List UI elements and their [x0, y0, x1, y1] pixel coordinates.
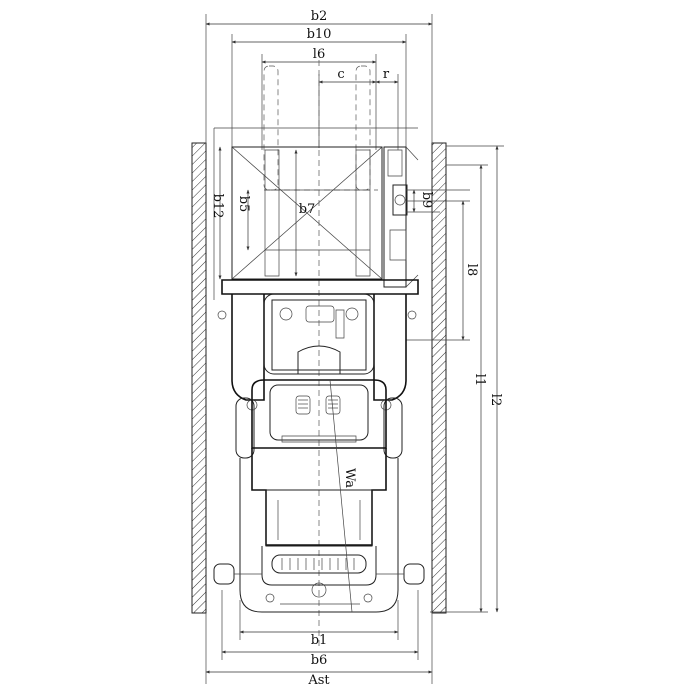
- dimension-b1: [239, 600, 399, 640]
- dimension-l2: [446, 145, 504, 613]
- front-wheels: [236, 398, 402, 458]
- label-b12: b12: [210, 194, 225, 219]
- dimension-l1: [430, 164, 488, 613]
- label-c: c: [337, 67, 344, 82]
- rear-wheels: [214, 564, 424, 584]
- label-b6: b6: [311, 653, 328, 668]
- aisle-wall-left: [192, 143, 206, 613]
- label-b5: b5: [236, 196, 251, 213]
- dimension-l8: [406, 200, 470, 341]
- label-l1: l1: [472, 374, 487, 386]
- dimension-b2: [205, 14, 433, 143]
- label-b1: b1: [311, 633, 328, 648]
- turning-radius-wa: [330, 380, 352, 612]
- dimension-c: [318, 74, 377, 148]
- dimension-r: [375, 74, 399, 150]
- label-l6: l6: [313, 47, 325, 62]
- label-b10: b10: [307, 27, 332, 42]
- truck-frame: [218, 280, 418, 400]
- chassis-body: [240, 448, 398, 612]
- mast-carriage: [384, 147, 418, 287]
- label-r: r: [383, 67, 390, 82]
- aisle-wall-right: [432, 143, 446, 613]
- label-l2: l2: [488, 394, 503, 406]
- label-wa: Wa: [342, 468, 357, 488]
- operator-compartment: [252, 380, 386, 448]
- dimension-ast: [205, 613, 433, 684]
- dimension-b6: [221, 590, 419, 660]
- load-pallet: [214, 128, 418, 300]
- label-b9: b9: [419, 192, 434, 209]
- label-b7: b7: [299, 202, 316, 217]
- label-b2: b2: [311, 9, 328, 24]
- counterweight-grille: [266, 555, 372, 604]
- label-ast: Ast: [307, 673, 330, 688]
- label-l8: l8: [464, 264, 479, 276]
- dimension-b10: [231, 34, 407, 160]
